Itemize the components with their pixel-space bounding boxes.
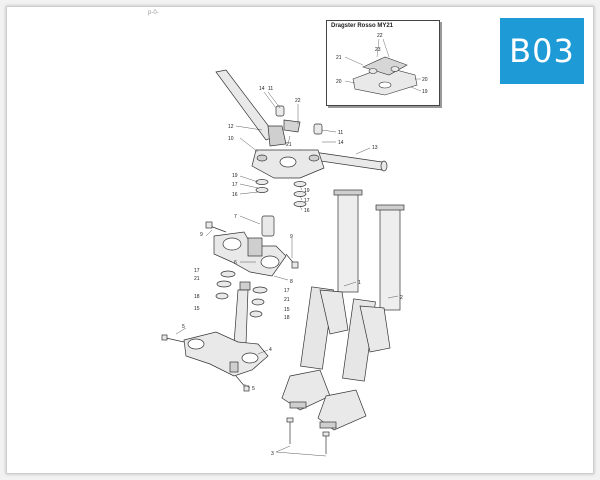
axle-bolts xyxy=(286,417,330,454)
callout-17-b: 17 xyxy=(304,198,310,204)
callout-labels: 1 2 3 4 5 5 6 7 8 9 9 10 11 11 12 13 14 … xyxy=(182,86,403,457)
callout-21-left: 21 xyxy=(194,276,200,282)
yoke-bolts xyxy=(161,334,250,392)
callout-13: 13 xyxy=(372,145,378,151)
callout-12: 12 xyxy=(228,124,234,130)
callout-11-right: 11 xyxy=(338,130,343,136)
callout-17-a: 17 xyxy=(232,182,238,188)
callout-9-left: 9 xyxy=(200,232,203,238)
steering-stack xyxy=(255,179,307,237)
callout-22: 22 xyxy=(295,98,301,104)
callout-21-top: 21 xyxy=(286,142,292,148)
leader-lines xyxy=(175,91,399,457)
handlebar-left xyxy=(215,69,287,147)
inset-label-21: 21 xyxy=(336,55,342,61)
inset-drawing: 22 21 20 20 19 23 xyxy=(336,33,428,96)
callout-19-left: 19 xyxy=(232,173,238,179)
callout-15-right: 15 xyxy=(284,307,290,313)
inset-variant-box: Dragster Rosso MY21 22 21 20 20 19 23 xyxy=(326,20,440,106)
callout-4: 4 xyxy=(269,347,272,353)
callout-9-right: 9 xyxy=(290,234,293,240)
callout-16-right: 16 xyxy=(304,208,310,214)
callout-6: 6 xyxy=(234,260,237,266)
callout-3: 3 xyxy=(271,451,274,457)
callout-19-right: 19 xyxy=(304,188,310,194)
callout-17-c: 17 xyxy=(194,268,200,274)
bottom-yoke xyxy=(183,331,269,377)
callout-10: 10 xyxy=(228,136,234,142)
callout-11-top: 11 xyxy=(268,86,273,92)
callout-14-right: 14 xyxy=(338,140,344,146)
steering-stem xyxy=(233,289,249,345)
callout-15-left: 15 xyxy=(194,306,200,312)
lower-triple-clamp xyxy=(213,231,287,277)
callout-18-left: 18 xyxy=(194,294,200,300)
fork-leg-left xyxy=(281,189,363,411)
riser-bolts xyxy=(275,105,323,135)
callout-18-right: 18 xyxy=(284,315,290,321)
callout-1: 1 xyxy=(358,280,361,286)
callout-7: 7 xyxy=(234,214,237,220)
inset-label-20-left: 20 xyxy=(336,79,342,85)
lower-washers xyxy=(215,270,268,318)
callout-21-right: 21 xyxy=(284,297,290,303)
inset-title: Dragster Rosso MY21 xyxy=(331,23,394,29)
inset-label-19: 19 xyxy=(422,89,428,95)
page-note: p-0- xyxy=(148,10,159,16)
side-bolts xyxy=(205,221,299,269)
callout-5-bottom: 5 xyxy=(252,386,255,392)
callout-2: 2 xyxy=(400,295,403,301)
inset-label-22: 22 xyxy=(377,33,383,39)
callout-8: 8 xyxy=(290,279,293,285)
callout-14-top: 14 xyxy=(259,86,265,92)
section-code-badge: B03 xyxy=(500,18,584,84)
callout-16-left: 16 xyxy=(232,192,238,198)
callout-5-top: 5 xyxy=(182,324,185,330)
inset-label-23: 23 xyxy=(375,47,381,53)
fork-leg-right xyxy=(317,204,405,431)
upper-triple-clamp xyxy=(251,149,325,179)
callout-17-d: 17 xyxy=(284,288,290,294)
inset-label-20-right: 20 xyxy=(422,77,428,83)
